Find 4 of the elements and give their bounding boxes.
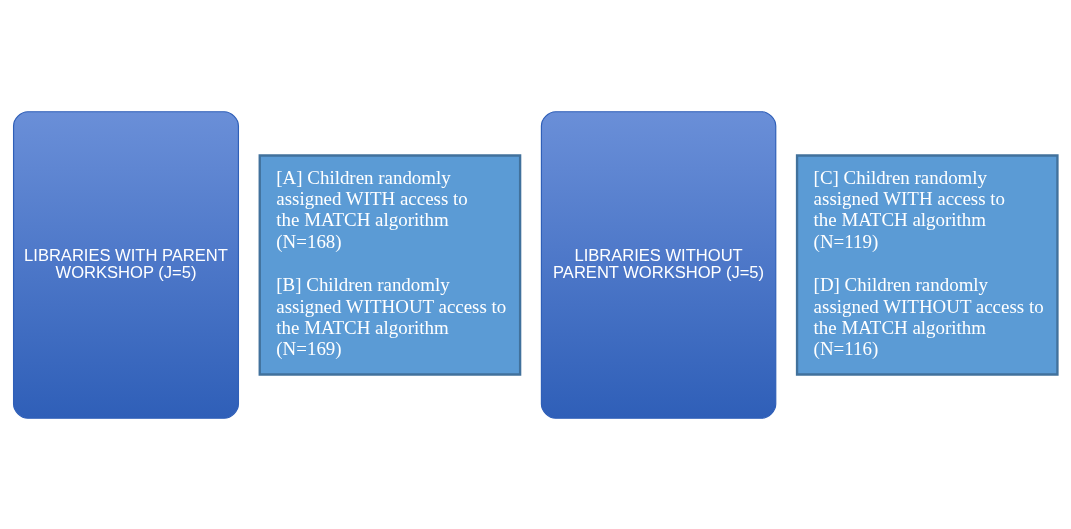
- node-box: [A] Children randomly assigned WITH access to the MATCH algorithm (N=168) [B] Children randomly assigned WITHOUT access to the MATCH algorithm (N=169): [258, 153, 522, 376]
- node-box: LIBRARIES WITH PARENT WORKSHOP (J=5): [13, 110, 240, 419]
- node-box: [C] Children randomly assigned WITH access to the MATCH algorithm (N=119) [D] Children randomly assigned WITHOUT access to the MATCH algorithm (N=116): [795, 153, 1059, 376]
- node-box: LIBRARIES WITHOUT PARENT WORKSHOP (J=5): [540, 110, 777, 419]
